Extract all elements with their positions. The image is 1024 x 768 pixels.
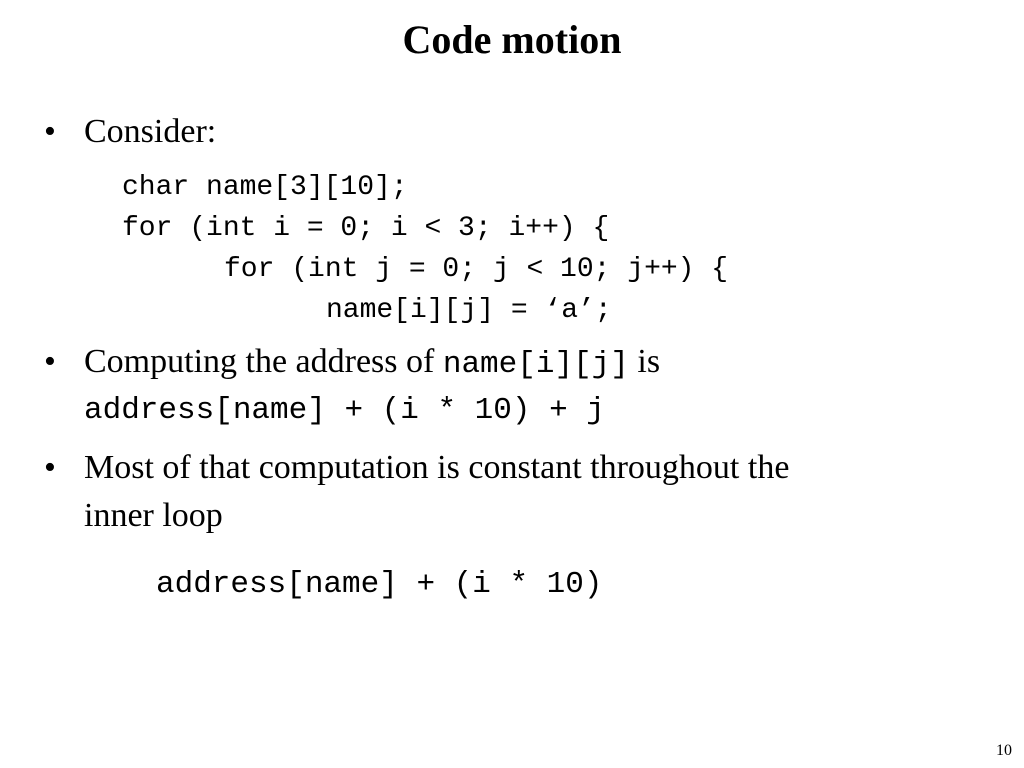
bullet-text-line-1: Most of that computation is constant thr… <box>84 449 790 486</box>
bullet-marker: • <box>44 113 56 150</box>
bullet-marker: • <box>44 343 56 380</box>
page-number: 10 <box>996 742 1012 759</box>
bullet-text-line-2: inner loop <box>84 497 223 534</box>
bullet-marker: • <box>44 449 56 486</box>
bullet-constant-computation: • Most of that computation is constant t… <box>44 444 944 540</box>
hoisted-expression: address[name] + (i * 10) <box>156 567 603 602</box>
bullet-address-computation: • Computing the address of name[i][j] is <box>44 338 944 434</box>
code-line-outer-loop: for (int i = 0; i < 3; i++) { <box>122 213 610 244</box>
inline-code-name-index: name[i][j] <box>442 347 629 382</box>
code-line-inner-loop: for (int j = 0; j < 10; j++) { <box>224 254 729 285</box>
bullet-text-suffix: is <box>628 343 661 380</box>
bullet-text: Computing the address of name[i][j] is <box>84 338 944 389</box>
bullet-text-prefix: Computing the address of <box>84 343 443 380</box>
code-line-assignment: name[i][j] = ‘a’; <box>326 295 612 326</box>
bullet-text: Consider: <box>84 113 217 150</box>
code-line-declaration: char name[3][10]; <box>122 172 408 203</box>
slide-title: Code motion <box>402 17 622 62</box>
address-formula: address[name] + (i * 10) + j <box>84 393 605 428</box>
